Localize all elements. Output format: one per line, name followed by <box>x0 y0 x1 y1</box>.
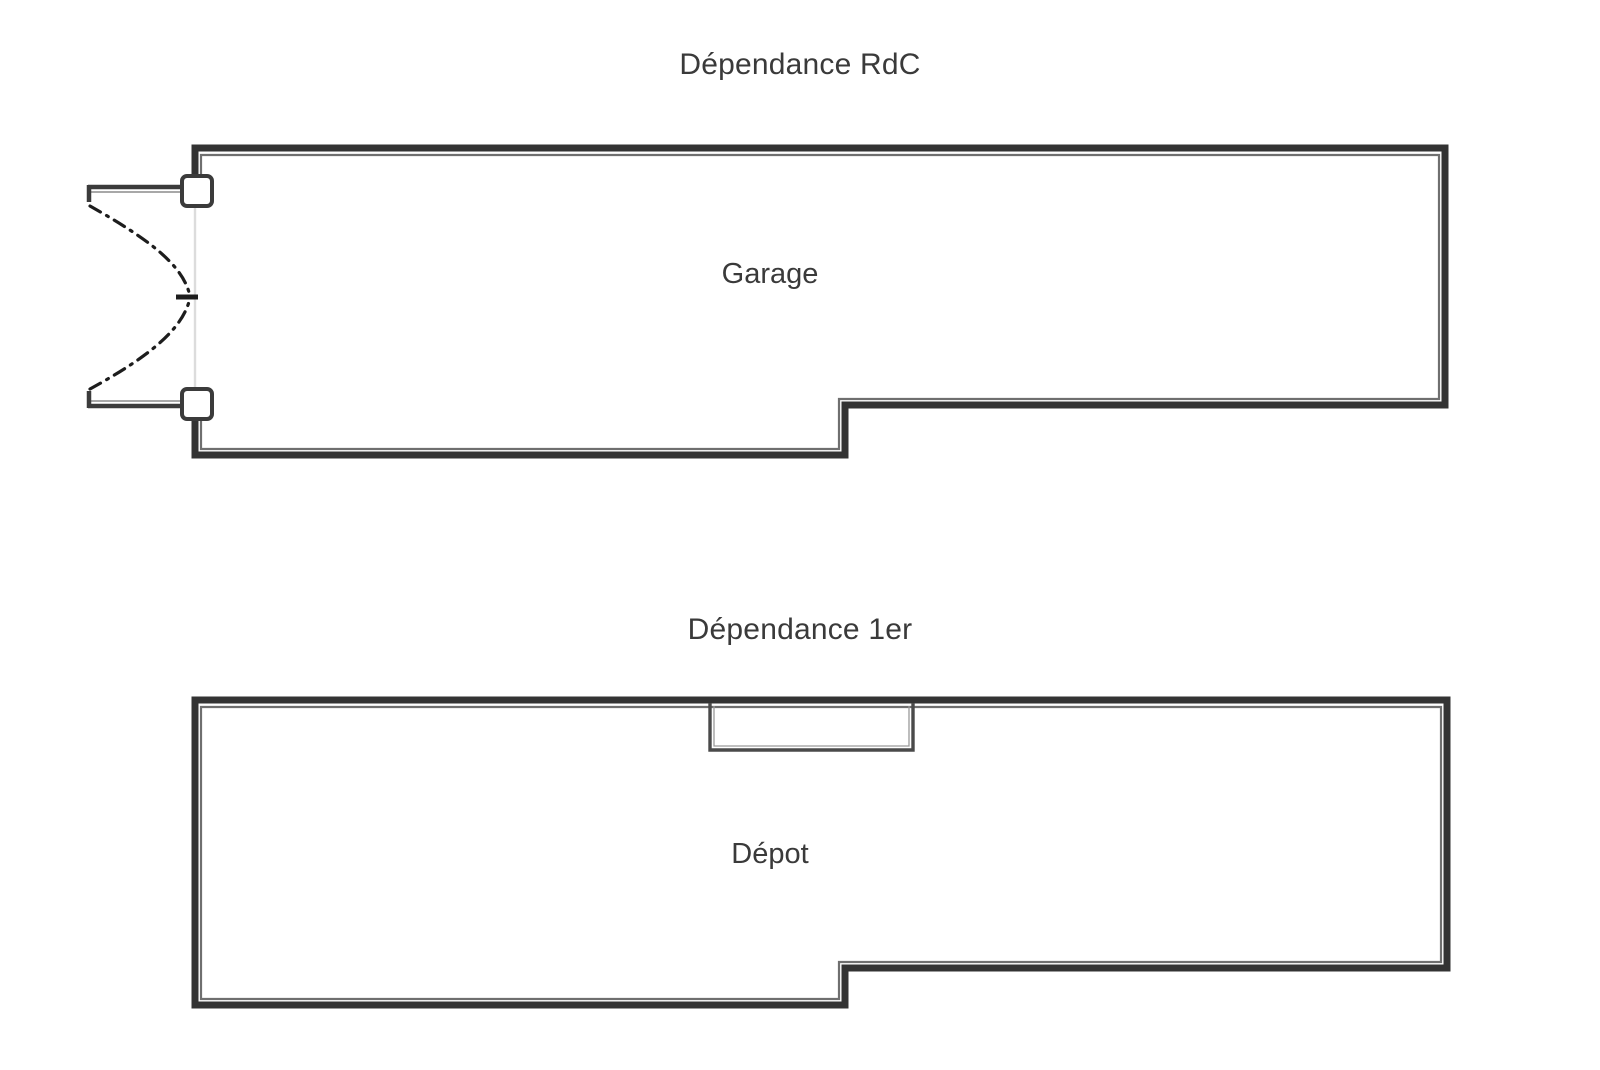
wall-stub-top-rdc <box>86 184 186 202</box>
wall-inner-path-rdc <box>199 153 1441 451</box>
stair-opening-inner <box>713 706 910 747</box>
wall-outline-rdc <box>191 144 1449 459</box>
door-swing-arc-upper-icon <box>88 204 192 298</box>
door-post-bottom-icon <box>180 387 214 421</box>
room-label-depot: Dépot <box>731 838 809 870</box>
stair-opening-premier <box>708 703 915 752</box>
wall-stub-bottom-rdc <box>86 391 186 409</box>
wall-outer-path-premier <box>191 696 1451 1009</box>
plan-title-rdc: Dépendance RdC <box>679 48 921 81</box>
plan-title-premier: Dépendance 1er <box>687 613 913 646</box>
stair-opening-outline <box>708 703 915 752</box>
door-swing-arc-lower-icon <box>88 296 192 391</box>
wall-outer-path-rdc <box>191 144 1449 459</box>
wall-outline-premier <box>191 696 1451 1009</box>
wall-inner-path-premier <box>199 705 1443 1001</box>
room-label-garage: Garage <box>721 258 819 290</box>
door-post-top-icon <box>180 174 214 208</box>
